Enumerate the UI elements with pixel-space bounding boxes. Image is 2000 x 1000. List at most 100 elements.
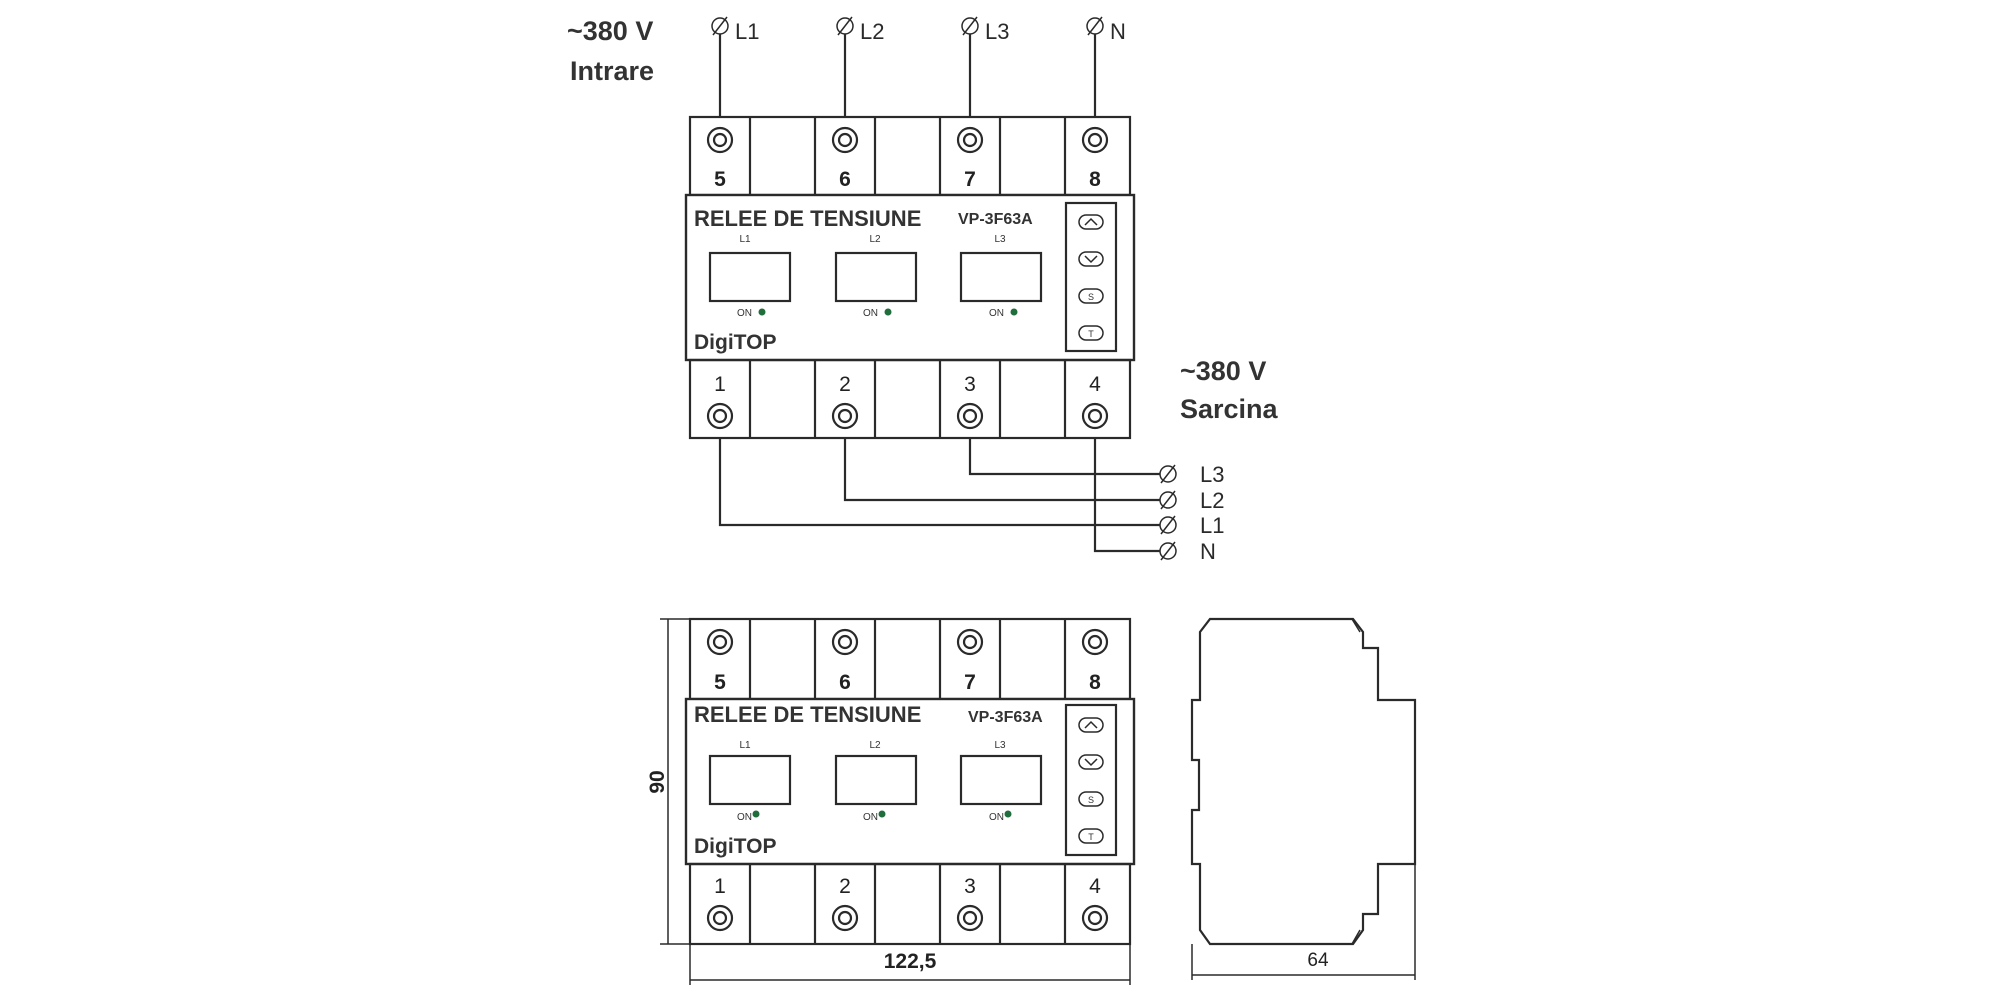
indicator-led-l1	[758, 308, 766, 316]
display-l3	[959, 251, 1043, 303]
terminal-screw-4	[1081, 402, 1109, 430]
device-title: RELEE DE TENSIUNE	[694, 206, 921, 231]
side-profile-view	[1190, 617, 1417, 946]
terminal-number-8: 8	[1089, 168, 1101, 191]
height-dimension: 90	[646, 618, 690, 945]
t-button-icon: T	[1078, 828, 1104, 844]
indicator-led-l2	[884, 308, 892, 316]
terminal-screw-3	[956, 904, 984, 932]
input-wire-label-n: N	[1110, 19, 1126, 44]
output-terminal-l2	[1159, 490, 1177, 510]
input-wires	[718, 34, 1097, 117]
indicator-led-l3	[1004, 810, 1012, 818]
indicator-led-l2	[878, 810, 886, 818]
load-voltage: ~380 V	[1180, 356, 1266, 386]
output-wires	[718, 438, 1160, 553]
display-l2	[834, 754, 918, 806]
display-l1	[708, 251, 792, 303]
indicator-label-l3: ON	[989, 308, 1004, 319]
device-title: RELEE DE TENSIUNE	[694, 702, 921, 727]
input-terminal-l1	[711, 16, 729, 36]
height-value: 90	[646, 770, 669, 793]
phase-label-l3: L3	[994, 234, 1006, 245]
terminal-number-6: 6	[839, 671, 851, 694]
phase-label-l1: L1	[739, 234, 751, 245]
indicator-label-l2: ON	[863, 812, 878, 823]
button-panel	[1064, 201, 1118, 353]
svg-text:S: S	[1088, 795, 1094, 805]
display-l1	[708, 754, 792, 806]
svg-text:T: T	[1088, 329, 1094, 339]
terminal-screw-3	[956, 402, 984, 430]
load-label: Sarcina	[1180, 394, 1279, 424]
down-button-icon	[1078, 251, 1104, 267]
svg-text:S: S	[1088, 292, 1094, 302]
terminal-screw-5	[706, 628, 734, 656]
terminal-number-5: 5	[714, 671, 726, 694]
indicator-led-l3	[1010, 308, 1018, 316]
phase-label-l1: L1	[739, 740, 751, 751]
terminal-number-2: 2	[839, 373, 851, 396]
output-wire-terminals	[1159, 464, 1177, 561]
terminal-screw-6	[831, 628, 859, 656]
up-button-icon	[1078, 717, 1104, 733]
front-panel	[684, 697, 1136, 866]
button-panel	[1064, 703, 1118, 857]
width-value: 122,5	[884, 950, 937, 973]
width-dimension: 122,5	[689, 944, 1131, 985]
terminal-screw-4	[1081, 904, 1109, 932]
terminal-number-4: 4	[1089, 875, 1101, 898]
down-button-icon	[1078, 754, 1104, 770]
s-button-icon: S	[1078, 288, 1104, 304]
phase-label-l2: L2	[869, 740, 881, 751]
indicator-label-l2: ON	[863, 308, 878, 319]
input-wire-label-l2: L2	[860, 19, 884, 44]
phase-label-l2: L2	[869, 234, 881, 245]
terminal-number-3: 3	[964, 875, 976, 898]
output-wire-label-l1: L1	[1200, 513, 1224, 538]
terminal-screw-7	[956, 126, 984, 154]
display-l3	[959, 754, 1043, 806]
terminal-screw-8	[1081, 126, 1109, 154]
svg-text:T: T	[1088, 832, 1094, 842]
input-voltage: ~380 V	[567, 16, 653, 46]
terminal-number-6: 6	[839, 168, 851, 191]
indicator-led-l1	[752, 810, 760, 818]
output-terminal-l3	[1159, 464, 1177, 484]
terminal-screw-5	[706, 126, 734, 154]
input-wire-terminals	[711, 16, 1104, 36]
input-wire-label-l1: L1	[735, 19, 759, 44]
terminal-screw-8	[1081, 628, 1109, 656]
relay-device-dimensioned: 5 6 7 8 RELEE DE TENSIUNE VP-3F63A L1 L2…	[684, 617, 1136, 946]
s-button-icon: S	[1078, 791, 1104, 807]
brand-label: DigiTOP	[694, 835, 776, 858]
input-terminal-l2	[836, 16, 854, 36]
t-button-icon: T	[1078, 325, 1104, 341]
terminal-number-3: 3	[964, 373, 976, 396]
indicator-label-l3: ON	[989, 812, 1004, 823]
output-terminal-l1	[1159, 515, 1177, 535]
brand-label: DigiTOP	[694, 331, 776, 354]
terminal-screw-6	[831, 126, 859, 154]
display-l2	[834, 251, 918, 303]
terminal-screw-1	[706, 904, 734, 932]
device-model: VP-3F63A	[958, 211, 1033, 228]
terminal-number-5: 5	[714, 168, 726, 191]
input-wire-label-l3: L3	[985, 19, 1009, 44]
output-wire-label-n: N	[1200, 539, 1216, 564]
terminal-number-2: 2	[839, 875, 851, 898]
terminal-screw-1	[706, 402, 734, 430]
indicator-label-l1: ON	[737, 812, 752, 823]
output-terminal-n	[1159, 541, 1177, 561]
up-button-icon	[1078, 214, 1104, 230]
phase-label-l3: L3	[994, 740, 1006, 751]
terminal-number-7: 7	[964, 671, 976, 694]
terminal-screw-2	[831, 904, 859, 932]
terminal-number-1: 1	[714, 373, 726, 396]
terminal-screw-2	[831, 402, 859, 430]
input-terminal-l3	[961, 16, 979, 36]
terminal-screw-7	[956, 628, 984, 656]
terminal-number-7: 7	[964, 168, 976, 191]
terminal-number-1: 1	[714, 875, 726, 898]
